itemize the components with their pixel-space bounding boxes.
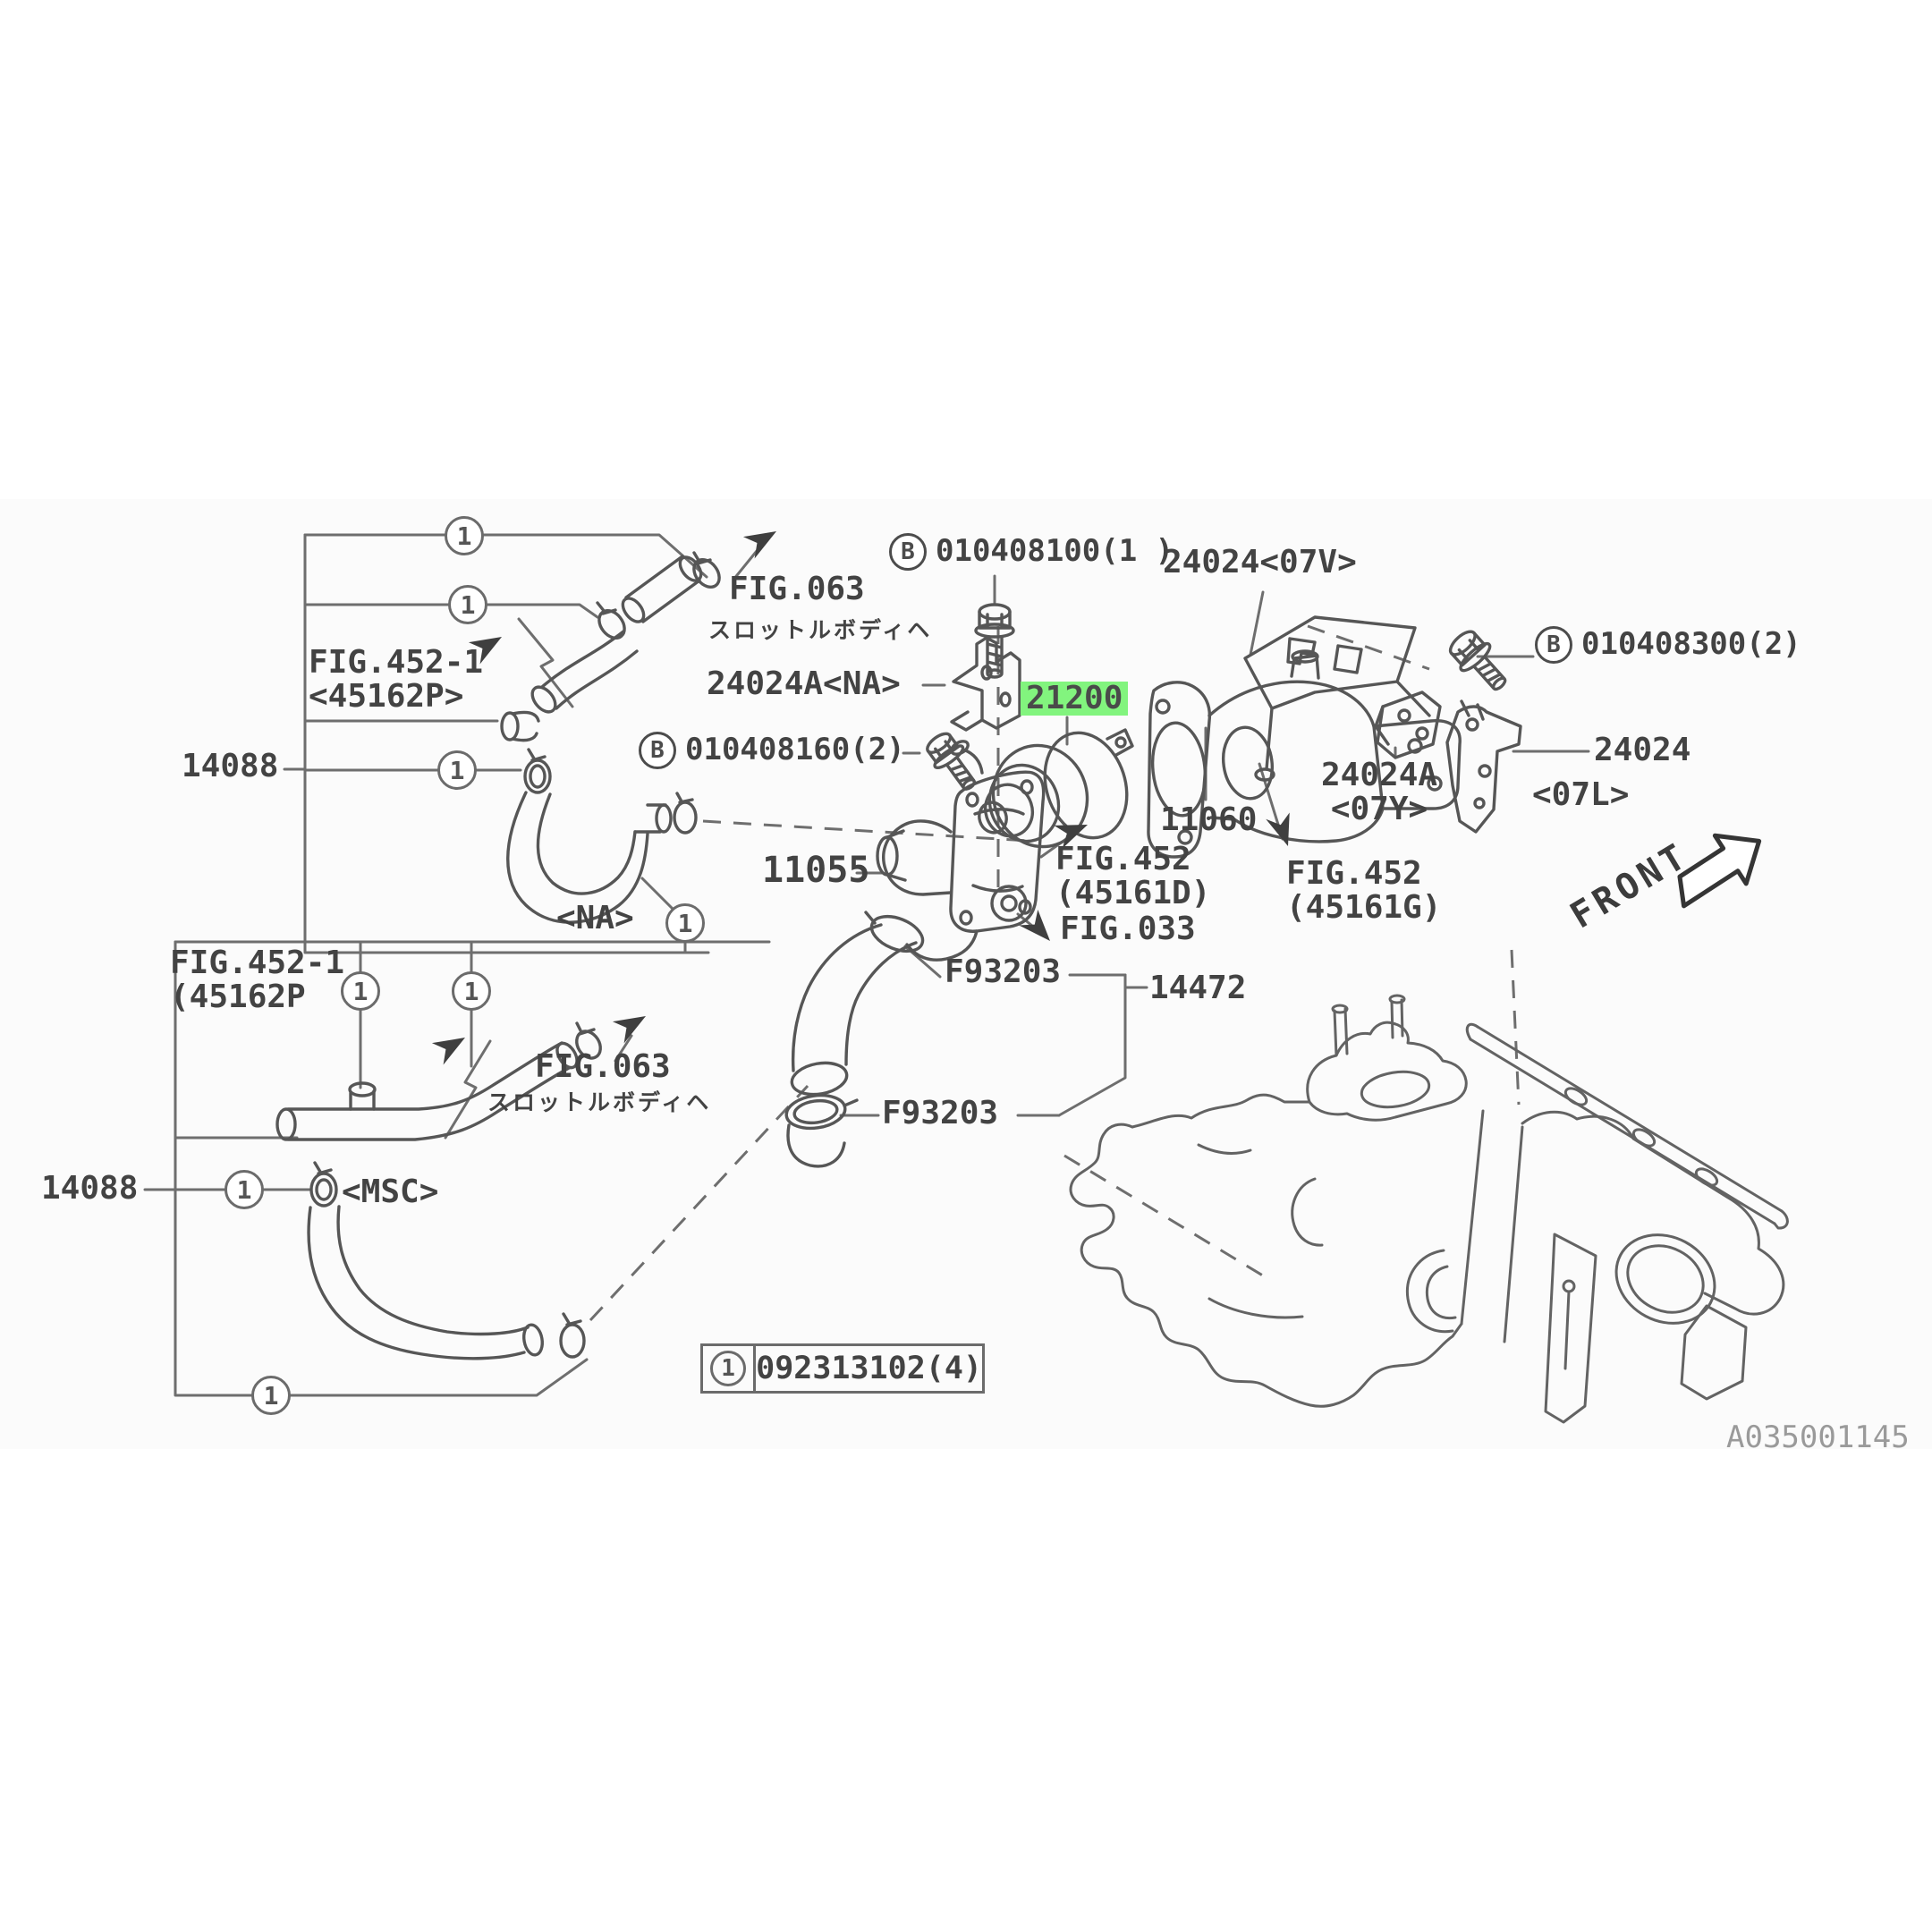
bolt-symbol-icon: B	[889, 533, 927, 571]
callout-1-marker: 1	[251, 1376, 291, 1415]
label-variant-msc: <MSC>	[342, 1174, 439, 1210]
label-thermostat-21200-highlighted[interactable]: 21200	[1021, 682, 1129, 716]
label-bolt-010408100: B 010408100(1 )	[889, 533, 1174, 571]
fig452-1-top-arrow-icon	[468, 637, 502, 665]
msc-hose-drawing	[275, 1021, 602, 1360]
callout-1-marker: 1	[341, 971, 380, 1011]
label-clamp-f93203-lower: F93203	[882, 1095, 999, 1131]
label-bracket-24024: 24024	[1594, 732, 1691, 768]
bracket-na-drawing	[950, 636, 1021, 732]
callout-1-marker: 1	[437, 750, 477, 790]
callout-1-marker: 1	[448, 585, 487, 624]
label-clamp-f93203-upper: F93203	[945, 953, 1062, 990]
fig452-1-bottom-arrow-icon	[431, 1038, 465, 1065]
label-fig063-top-jp: スロットルボディヘ	[708, 617, 933, 643]
label-fig063-bottom: FIG.063	[535, 1048, 671, 1085]
label-bracket-na: 24024A<NA>	[707, 665, 901, 702]
engine-block-drawing	[1069, 994, 1789, 1424]
leader-lines	[143, 533, 1590, 1397]
label-bolt-010408300: B 010408300(2)	[1535, 626, 1801, 664]
callout-1-marker: 1	[452, 971, 491, 1011]
label-hose-14088-bottom: 14088	[41, 1170, 139, 1207]
parts-drawing	[275, 551, 1522, 1360]
bracket-07l-drawing	[1445, 699, 1522, 834]
fig033-arrow-icon	[1019, 909, 1050, 941]
legend-box: 1 092313102(4)	[700, 1343, 985, 1394]
label-fig063-bottom-jp: スロットルボディヘ	[487, 1089, 712, 1115]
label-bracket-07l: <07L>	[1532, 776, 1630, 813]
bolt-symbol-icon: B	[639, 732, 676, 769]
dashed-lines	[589, 624, 1521, 1322]
label-bracket-07v: 24024<07V>	[1163, 544, 1357, 580]
label-hose-14472: 14472	[1149, 970, 1247, 1006]
fig452-g-arrow-icon	[1266, 812, 1290, 846]
front-direction-arrow-icon	[1677, 833, 1762, 909]
label-fig452-1-top: FIG.452-1 <45162P>	[309, 644, 484, 715]
bracket-07y-drawing	[1374, 691, 1442, 759]
label-fig452-45161g: FIG.452 (45161G)	[1286, 855, 1442, 926]
drawing-number: A035001145	[1726, 1419, 1910, 1455]
callout-1-marker: 1	[710, 1351, 747, 1386]
fig063-top-arrow-icon	[742, 531, 776, 559]
callout-1-marker: 1	[225, 1170, 264, 1209]
label-hose-14088-top: 14088	[182, 748, 279, 784]
bolt-symbol-icon: B	[1535, 626, 1572, 664]
na-pipe-drawing	[500, 551, 721, 924]
callout-1-marker: 1	[445, 516, 484, 555]
hose-14472-drawing	[784, 911, 925, 1168]
thermostat-drawing	[978, 728, 1134, 849]
water-pipe-drawing	[876, 740, 1046, 962]
reference-arrows	[431, 531, 1290, 1065]
label-bracket-07y: 24024A <07Y>	[1321, 757, 1438, 827]
label-pipe-11055: 11055	[762, 850, 870, 891]
label-fig063-top: FIG.063	[729, 571, 865, 607]
bolt-drawing	[926, 603, 1507, 791]
fig452-d-arrow-icon	[1054, 825, 1088, 849]
bracket-07v-drawing	[1243, 615, 1431, 782]
label-variant-na: <NA>	[556, 900, 634, 936]
callout-1-marker: 1	[665, 903, 705, 943]
legend-part-number: 092313102(4)	[756, 1351, 982, 1386]
label-fig452-45161d: FIG.452 (45161D)	[1055, 841, 1211, 911]
label-inlet-11060: 11060	[1160, 801, 1258, 838]
legend-callout-cell: 1	[703, 1346, 757, 1391]
label-fig452-1-bottom: FIG.452-1 (45162P	[170, 945, 345, 1015]
inlet-housing-drawing	[1147, 649, 1462, 859]
label-bolt-010408160: B 010408160(2)	[639, 732, 905, 769]
label-fig033: FIG.033	[1060, 911, 1196, 947]
fig063-bottom-arrow-icon	[612, 1016, 646, 1044]
